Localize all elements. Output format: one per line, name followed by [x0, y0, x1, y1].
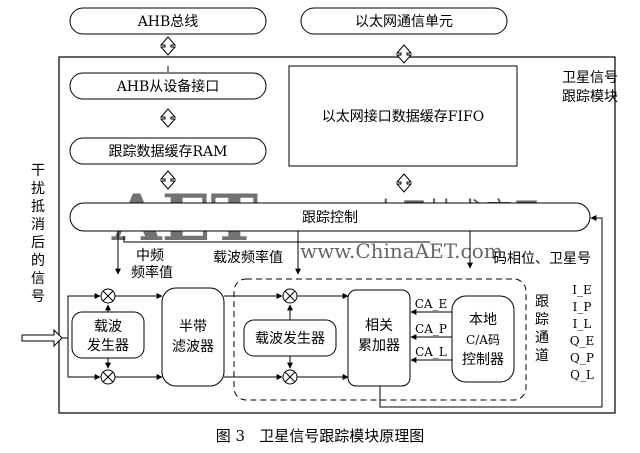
svg-text:I_E: I_E — [572, 283, 592, 297]
watermark-url: www.ChinaAET.com — [300, 239, 503, 263]
svg-text:消: 消 — [31, 217, 45, 233]
input-arrow-icon — [21, 328, 63, 348]
tracking-control-label: 跟踪控制 — [302, 210, 358, 226]
carrier-gen-1-line2: 发生器 — [87, 338, 129, 354]
ahb-slave-box — [69, 72, 267, 100]
ca-e-label: CA_E — [415, 297, 448, 311]
code-phase-label: 码相位、卫星号 — [493, 251, 591, 267]
svg-text:的: 的 — [31, 253, 45, 269]
ethernet-unit-box — [300, 7, 508, 35]
ahb-bus-label: AHB总线 — [137, 14, 199, 30]
local-ca-controller-box — [451, 295, 515, 383]
local-ca-line3: 控制器 — [462, 352, 504, 368]
svg-text:扰: 扰 — [31, 181, 45, 197]
tracking-channel-c3: 通 — [535, 330, 549, 346]
tracking-channel-c1: 跟 — [535, 294, 549, 310]
local-ca-line2: C/A码 — [466, 333, 500, 347]
local-ca-line1: 本地 — [469, 312, 497, 328]
svg-text:信: 信 — [31, 271, 45, 287]
correlator-line1: 相关 — [365, 318, 393, 334]
ca-p-label: CA_P — [415, 322, 447, 336]
svg-text:Q_L: Q_L — [570, 368, 594, 382]
feedback-line — [590, 215, 603, 407]
double-arrow-icon — [160, 108, 176, 128]
correlator-line2: 累加器 — [358, 338, 400, 354]
tracking-channel-c4: 道 — [535, 348, 549, 364]
half-band-line2: 滤波器 — [172, 339, 214, 355]
svg-text:Q_E: Q_E — [570, 334, 595, 348]
correlator-box — [347, 289, 411, 387]
ahb-slave-label: AHB从设备接口 — [116, 78, 220, 95]
tracking-control-box — [69, 202, 591, 232]
svg-text:干: 干 — [31, 163, 45, 179]
module-title-line2: 跟踪模块 — [562, 89, 618, 105]
carrier-gen-2-label: 载波发生器 — [255, 331, 325, 347]
input-signal-label: 干 扰 抵 消 后 的 信 号 — [31, 163, 45, 305]
svg-text:I_L: I_L — [573, 317, 592, 331]
module-title-line1: 卫星信号 — [562, 70, 618, 86]
figure-caption: 图 3 卫星信号跟踪模块原理图 — [216, 427, 425, 445]
double-arrow-icon — [160, 36, 176, 56]
double-arrow-icon — [396, 44, 412, 64]
ethernet-unit-label: 以太网通信单元 — [355, 14, 453, 30]
double-arrow-icon — [396, 173, 412, 193]
tracking-channel-frame — [233, 278, 527, 401]
svg-text:Q_P: Q_P — [570, 351, 594, 365]
tracking-module-frame — [58, 56, 616, 414]
ca-l-label: CA_L — [415, 345, 447, 359]
if-freq-line1: 中频 — [136, 248, 164, 264]
svg-text:号: 号 — [31, 289, 45, 305]
eth-fifo-box — [288, 65, 518, 167]
ahb-bus-box — [69, 7, 267, 35]
carrier-freq-label: 载波频率值 — [213, 249, 283, 266]
svg-text:I_P: I_P — [573, 300, 592, 314]
half-band-filter-box — [161, 287, 225, 387]
carrier-gen-1-line1: 载波 — [94, 319, 122, 335]
tracking-channel-c2: 踪 — [535, 312, 549, 328]
svg-text:抵: 抵 — [31, 199, 45, 215]
half-band-line1: 半带 — [179, 319, 207, 335]
eth-fifo-label: 以太网接口数据缓存FIFO — [322, 108, 484, 125]
tracking-ram-label: 跟踪数据缓存RAM — [109, 144, 228, 160]
output-labels: I_E I_P I_L Q_E Q_P Q_L — [570, 283, 595, 382]
svg-text:后: 后 — [31, 235, 45, 251]
if-freq-line2: 频率值 — [131, 264, 173, 281]
tracking-ram-box — [69, 137, 267, 165]
